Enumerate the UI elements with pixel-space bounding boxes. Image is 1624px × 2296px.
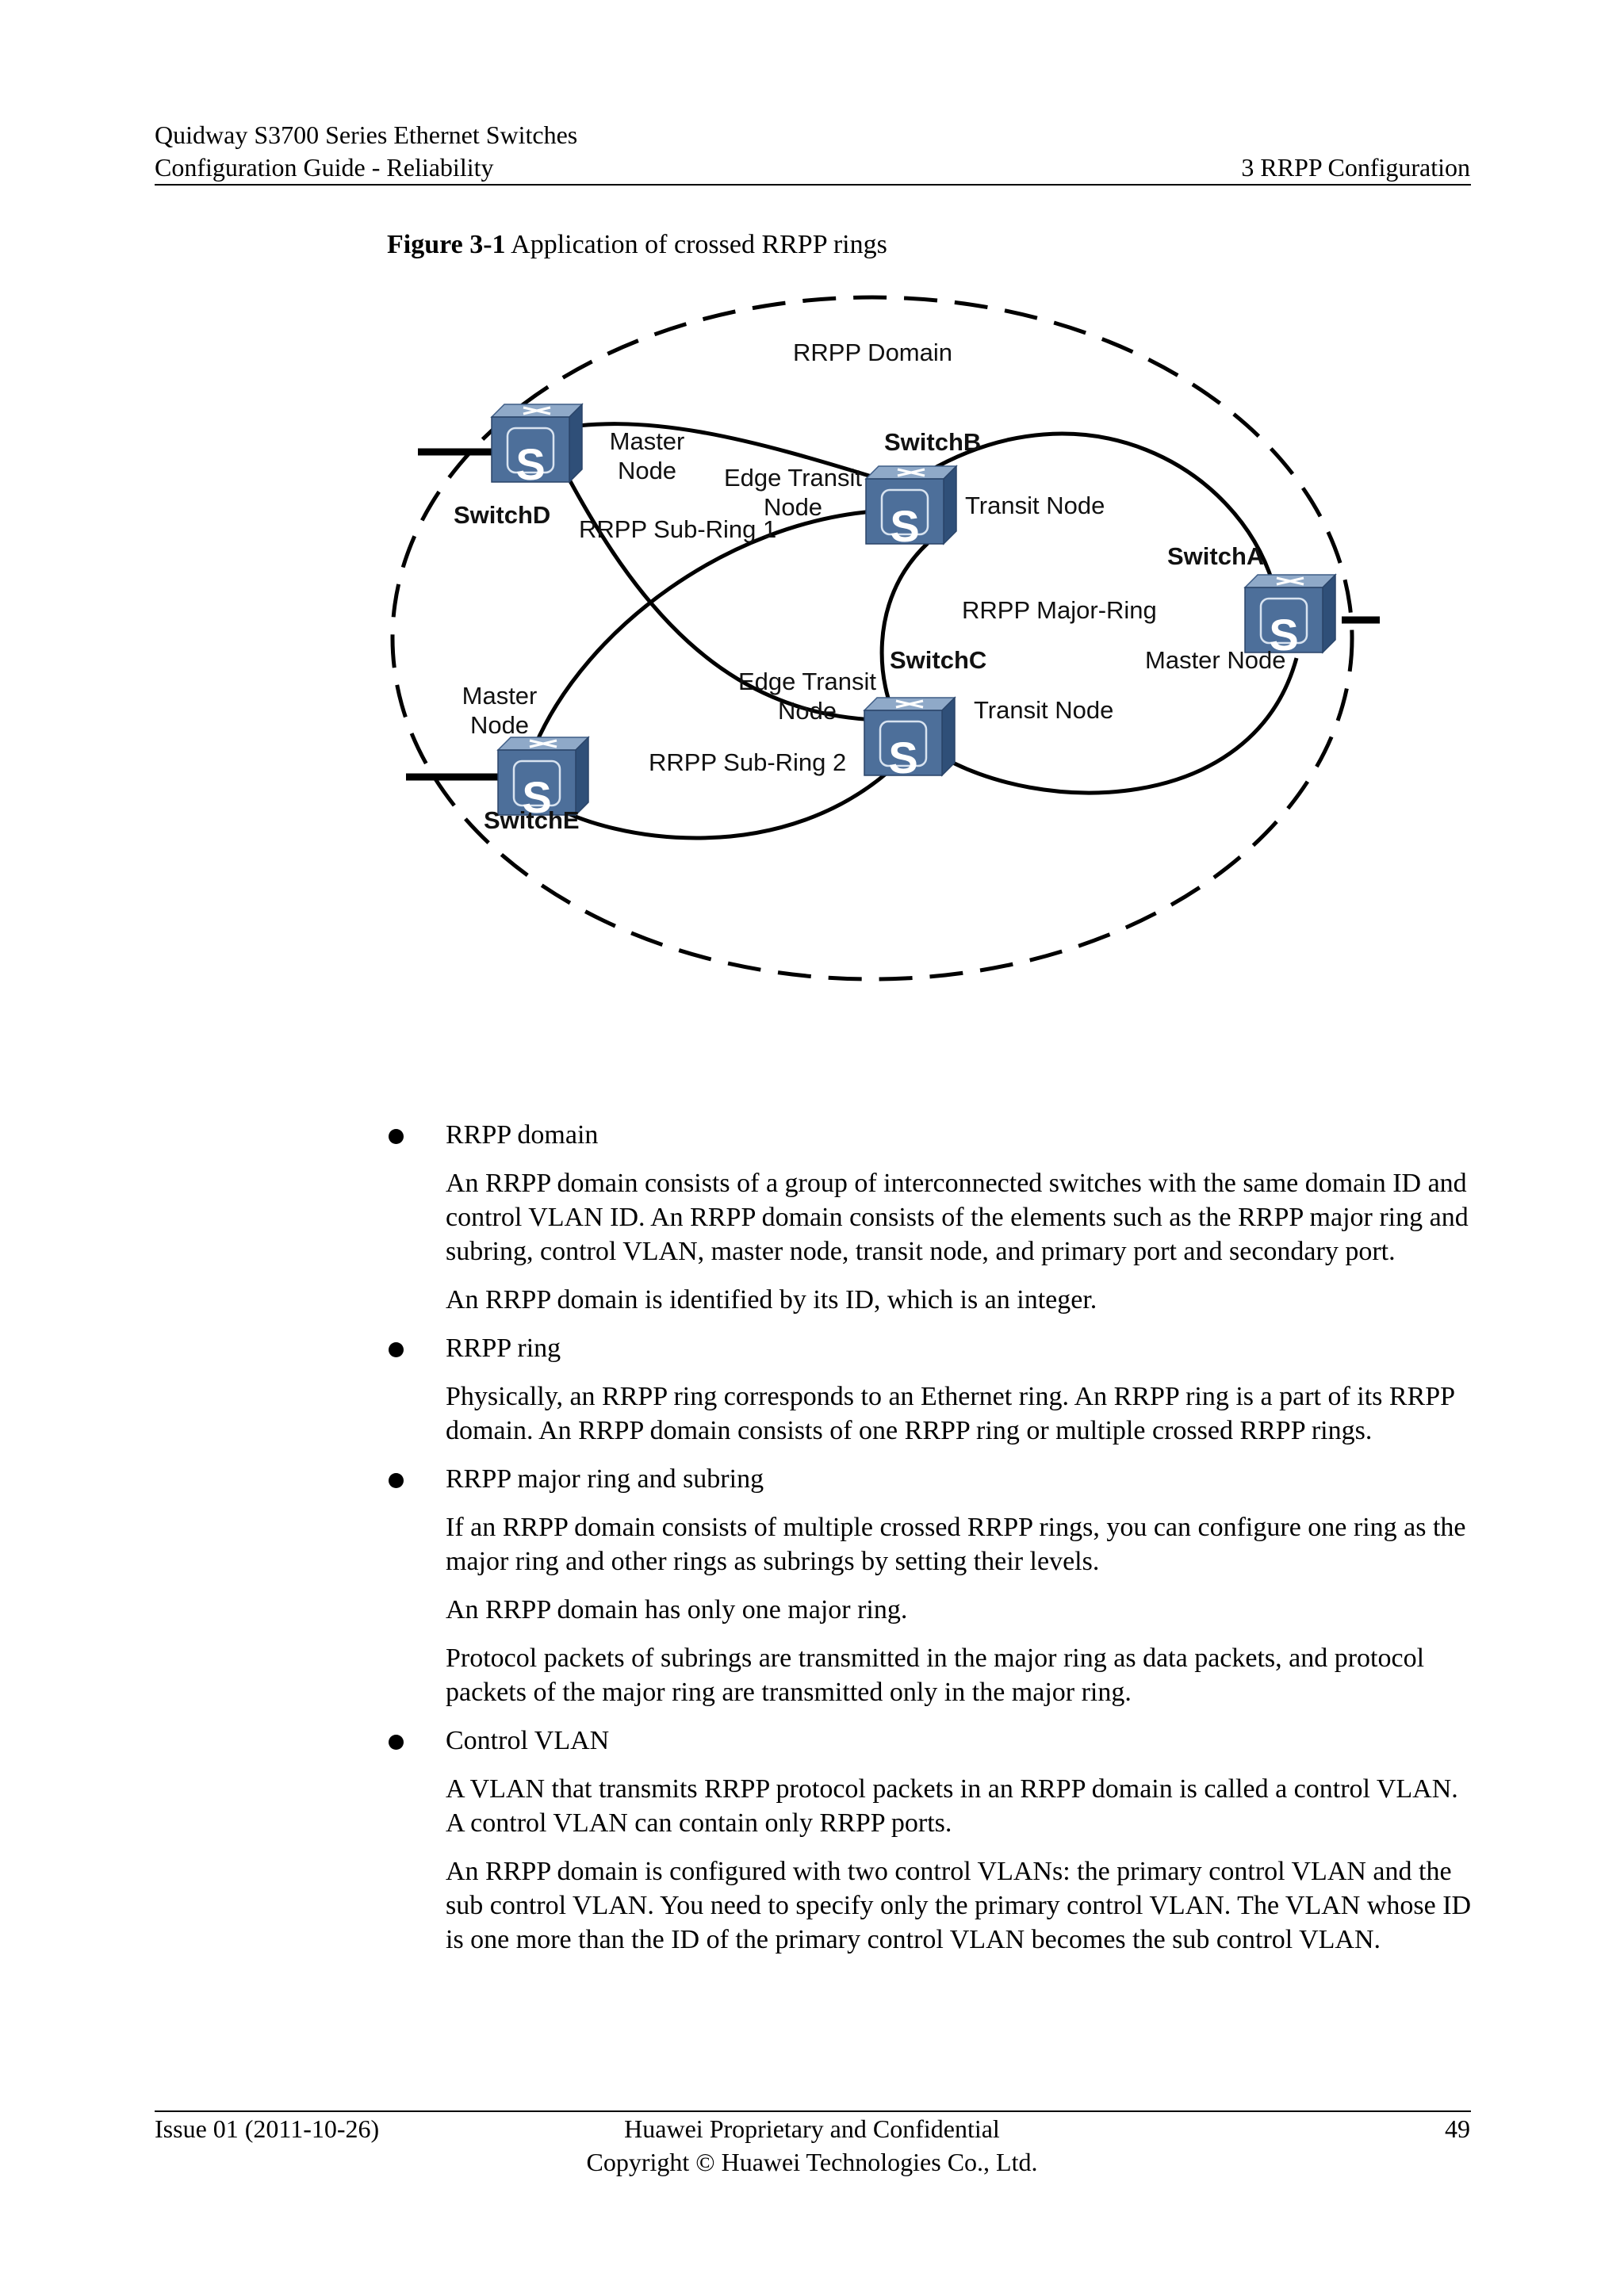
paragraph: Protocol packets of subrings are transmi…	[446, 1644, 1425, 1707]
figure-title: Application of crossed RRPP rings	[511, 230, 887, 259]
switchc-edge-line1: Edge Transit	[738, 668, 876, 695]
list-item: Control VLAN A VLAN that transmits RRPP …	[387, 1724, 1473, 1957]
rrpp-diagram: S S S S S RRPP Domain SwitchD Master Nod…	[390, 295, 1380, 982]
figure-caption: Figure 3-1 Application of crossed RRPP r…	[387, 230, 887, 260]
switcha-name: SwitchA	[1167, 542, 1264, 570]
paragraph: An RRPP domain consists of a group of in…	[446, 1169, 1469, 1266]
switcha-role: Master Node	[1145, 646, 1285, 674]
item-title: RRPP major ring and subring	[446, 1464, 764, 1494]
switchc-edge-line2: Node	[778, 697, 837, 725]
footer-copyright: Copyright © Huawei Technologies Co., Ltd…	[586, 2148, 1038, 2176]
paragraph: An RRPP domain is configured with two co…	[446, 1857, 1472, 1954]
switchc-name: SwitchC	[890, 646, 986, 674]
paragraph: An RRPP domain has only one major ring.	[446, 1595, 908, 1624]
bullet-icon	[389, 1129, 404, 1144]
domain-label: RRPP Domain	[793, 339, 952, 366]
paragraph: Physically, an RRPP ring corresponds to …	[446, 1382, 1454, 1445]
switchb-edge-line2: Node	[764, 493, 822, 521]
footer-confidential: Huawei Proprietary and Confidential	[624, 2114, 1000, 2143]
page-number: 49	[1445, 2114, 1470, 2143]
figure-number: Figure 3-1	[387, 230, 506, 259]
sub-ring-2-path	[533, 509, 902, 840]
paragraph: If an RRPP domain consists of multiple c…	[446, 1513, 1466, 1576]
switchd-role-line2: Node	[618, 457, 676, 484]
switche-glyph: S	[522, 772, 551, 822]
switche-role-line1: Master	[462, 682, 538, 710]
switchd-glyph: S	[515, 439, 545, 489]
sub-ring-1-label: RRPP Sub-Ring 1	[579, 515, 776, 543]
major-ring-label: RRPP Major-Ring	[962, 596, 1157, 624]
definition-list: RRPP domain An RRPP domain consists of a…	[387, 1118, 1473, 1971]
switcha-glyph: S	[1269, 610, 1298, 660]
rrpp-domain-boundary	[390, 295, 1354, 982]
header-chapter: 3 RRPP Configuration	[1241, 153, 1470, 182]
switche-role-line2: Node	[470, 711, 529, 739]
bullet-icon	[389, 1735, 404, 1750]
header-product: Quidway S3700 Series Ethernet Switches	[155, 121, 578, 149]
list-item: RRPP ring Physically, an RRPP ring corre…	[387, 1331, 1473, 1448]
footer-issue: Issue 01 (2011-10-26)	[155, 2114, 380, 2143]
item-title: RRPP ring	[446, 1334, 561, 1363]
switchd-role-line1: Master	[610, 427, 685, 455]
header-guide: Configuration Guide - Reliability	[155, 153, 494, 182]
bullet-icon	[389, 1342, 404, 1357]
switchc-transit: Transit Node	[974, 696, 1113, 724]
bullet-icon	[389, 1473, 404, 1488]
item-title: RRPP domain	[446, 1120, 599, 1150]
switche-name: SwitchE	[484, 806, 580, 834]
switchb-edge-line1: Edge Transit	[724, 464, 862, 492]
footer-rule	[155, 2110, 1471, 2112]
list-item: RRPP major ring and subring If an RRPP d…	[387, 1462, 1473, 1709]
paragraph: A VLAN that transmits RRPP protocol pack…	[446, 1774, 1458, 1838]
item-title: Control VLAN	[446, 1726, 610, 1755]
header-rule	[155, 184, 1471, 186]
paragraph: An RRPP domain is identified by its ID, …	[446, 1285, 1097, 1314]
sub-ring-2-label: RRPP Sub-Ring 2	[649, 748, 846, 776]
switchb-glyph: S	[890, 501, 919, 551]
list-item: RRPP domain An RRPP domain consists of a…	[387, 1118, 1473, 1317]
switchd-name: SwitchD	[454, 501, 550, 529]
switchb-transit: Transit Node	[965, 492, 1105, 519]
switchc-glyph: S	[888, 733, 917, 783]
switchb-name: SwitchB	[884, 428, 981, 456]
